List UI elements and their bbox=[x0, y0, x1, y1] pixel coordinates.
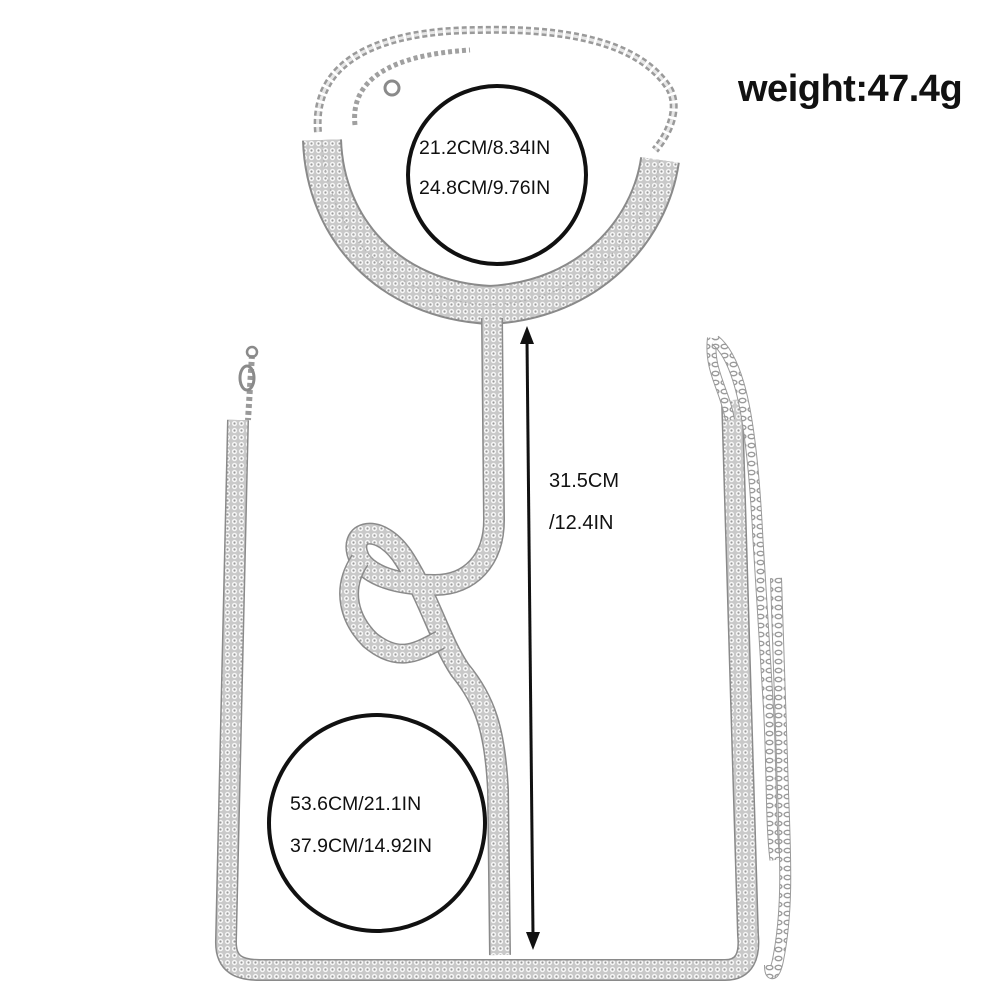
drop-length-in: /12.4IN bbox=[549, 512, 614, 534]
choker-size-1: 21.2CM/8.34IN bbox=[419, 137, 551, 159]
drop-chain bbox=[339, 317, 511, 956]
choker-size-2: 24.8CM/9.76IN bbox=[419, 177, 551, 199]
drop-length-cm: 31.5CM bbox=[549, 470, 620, 492]
waist-size-2: 37.9CM/14.92IN bbox=[290, 835, 432, 857]
length-arrow bbox=[520, 326, 540, 950]
weight-label: weight:47.4g bbox=[738, 68, 963, 110]
choker-band bbox=[302, 138, 680, 326]
waist-size-circle bbox=[267, 713, 487, 933]
waist-size-1: 53.6CM/21.1IN bbox=[290, 793, 422, 815]
right-extender-chain bbox=[706, 335, 792, 980]
choker-size-circle bbox=[406, 84, 588, 266]
left-clasp bbox=[238, 345, 259, 421]
choker-back-chain bbox=[313, 25, 678, 153]
waist-chain bbox=[215, 399, 760, 981]
